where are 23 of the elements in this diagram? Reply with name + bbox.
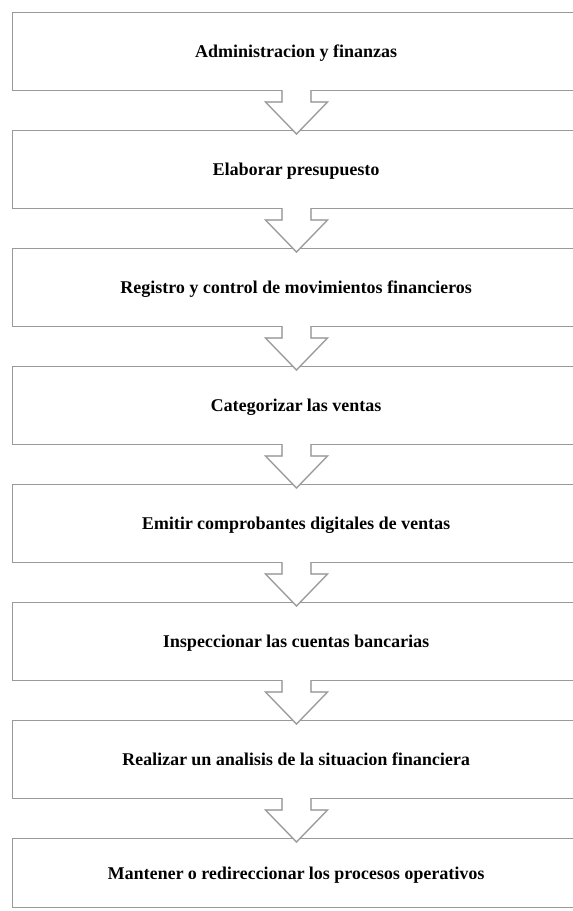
process-box — [12, 838, 573, 908]
step-label: Realizar un analisis de la situacion financiera — [122, 749, 470, 770]
block-arrow — [264, 679, 330, 726]
step-label: Registro y control de movimientos financieros — [120, 277, 472, 298]
process-box — [12, 366, 573, 445]
step-label: Categorizar las ventas — [210, 395, 382, 416]
block-arrow — [264, 797, 330, 844]
block-arrow — [264, 443, 330, 490]
block-arrow — [264, 561, 330, 608]
process-box — [12, 248, 573, 327]
block-arrow — [264, 89, 330, 136]
process-box — [12, 130, 573, 209]
step-label: Elaborar presupuesto — [212, 159, 380, 180]
process-box — [12, 12, 573, 91]
block-arrow — [264, 325, 330, 372]
step-label: Inspeccionar las cuentas bancarias — [162, 631, 430, 652]
process-box — [12, 720, 573, 799]
process-box — [12, 484, 573, 563]
block-arrow — [264, 207, 330, 254]
step-label: Mantener o redireccionar los procesos operativos — [108, 862, 484, 884]
step-label: Emitir comprobantes digitales de ventas — [142, 513, 450, 534]
step-label: Administracion y finanzas — [194, 41, 398, 62]
process-box — [12, 602, 573, 681]
